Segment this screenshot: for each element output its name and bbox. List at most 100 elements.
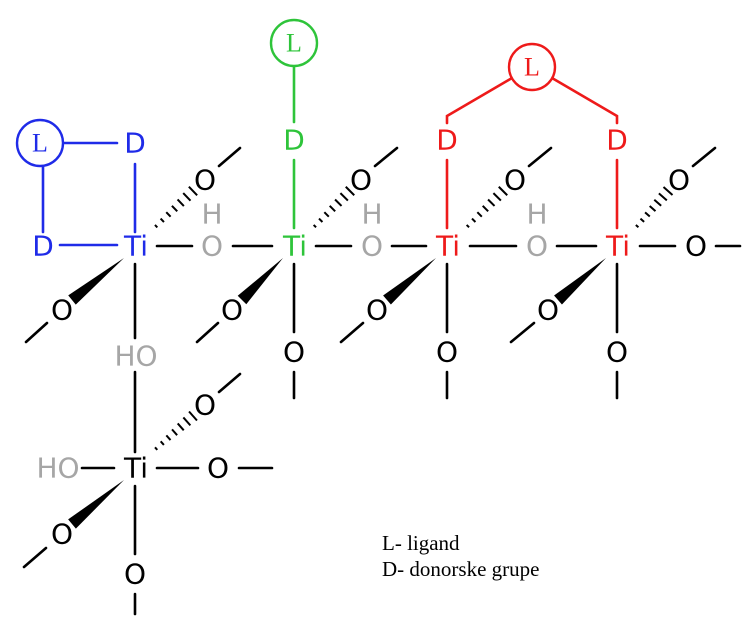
bond-ti3-lower-o-tail: [339, 321, 365, 344]
legend-ligand: L- ligand: [382, 531, 460, 555]
oxygen-ti3-upper: O: [504, 164, 526, 197]
oxygen-ti2-bottom: O: [283, 336, 305, 369]
wedge-hashed-ti1-upper-hash: [182, 192, 192, 202]
oxygen-ti1-upper: O: [194, 164, 216, 197]
wedge-hashed-ti1-upper-hash: [165, 211, 172, 218]
wedge-hashed-ti3-upper-hash: [471, 217, 477, 223]
wedge-solid-ti1-lower: [68, 258, 124, 305]
wedge-solid-ti2-lower: [237, 258, 283, 305]
oxygen-ti5-upper: O: [194, 389, 216, 422]
ligand-label-green: L: [286, 29, 302, 58]
wedge-hashed-ti5-upper-hash: [171, 428, 178, 436]
oxygen-ti1-lower: O: [51, 294, 73, 327]
wedge-hashed-ti4-upper-hash: [658, 192, 668, 202]
bond-ti1-lower-o-tail: [24, 321, 49, 344]
wedge-hashed-ti3-upper: [465, 186, 508, 229]
wedge-hashed-ti4-upper-hash: [653, 198, 662, 207]
wedge-hashed-ti1-upper-hash: [159, 217, 165, 223]
bridging-oxygen-3: O: [526, 230, 548, 263]
wedge-hashed-ti2-upper-hash: [339, 192, 349, 202]
ligand-circle-red: [507, 42, 557, 92]
donor-label-blue-left: D: [32, 230, 54, 263]
oxygen-ti3-lower: O: [366, 294, 388, 327]
titanium-atom-red-right: Ti: [605, 230, 630, 263]
stereo-wedge-bonds: [68, 185, 674, 529]
bond-lines: [22, 62, 742, 616]
oxygen-ti4-lower: O: [537, 294, 559, 327]
wedge-hashed-ti5-upper-hash: [154, 446, 159, 451]
oxygen-ti5-bottom: O: [124, 558, 146, 591]
bond-ti4-upper-o-tail: [691, 146, 717, 168]
oxygen-ti4-right: O: [685, 230, 707, 263]
oxygen-ti4-bottom: O: [606, 336, 628, 369]
wedge-hashed-ti4-upper: [635, 186, 674, 229]
wedge-hashed-ti5-upper-hash: [159, 440, 165, 446]
wedge-hashed-ti5-upper-hash: [188, 410, 198, 422]
bond-ti1-upper-o-tail: [217, 146, 242, 168]
ligand-circle-green: [269, 18, 319, 68]
wedge-hashed-ti5-upper-hash: [165, 434, 172, 441]
wedge-hashed-ti1-upper: [154, 185, 198, 229]
oxygen-ti4-upper: O: [668, 164, 690, 197]
oxygen-ti2-upper: O: [350, 164, 372, 197]
ligand-circle-blue: [15, 118, 65, 168]
titanium-atom-blue: Ti: [123, 230, 148, 263]
bridging-oxygen-1: O: [201, 230, 223, 263]
wedge-hashed-ti1-upper-hash: [176, 198, 185, 207]
legend: L- ligand D- donorske grupe: [382, 531, 539, 581]
donor-label-red-right: D: [606, 124, 628, 157]
wedge-solid-ti4-lower: [554, 258, 606, 305]
wedge-hashed-ti4-upper-hash: [644, 211, 651, 218]
wedge-hashed-ti2-upper-hash: [328, 205, 336, 213]
bond-red-l-d-right: [550, 76, 619, 125]
bridging-hydrogen-2: H: [361, 198, 382, 231]
wedge-hashed-ti3-upper-hash: [487, 198, 496, 207]
legend-donor-groups: D- donorske grupe: [382, 557, 539, 581]
bridging-oxygen-2: O: [361, 230, 383, 263]
wedge-hashed-ti1-upper-hash: [171, 205, 178, 213]
bond-ti2-lower-o-tail: [195, 321, 220, 344]
wedge-hashed-ti1-upper-hash: [154, 224, 159, 229]
wedge-hashed-ti2-upper-hash: [318, 217, 324, 223]
titanium-atom-green: Ti: [282, 230, 307, 263]
oxygen-ti3-bottom: O: [436, 336, 458, 369]
donor-label-blue-top: D: [124, 127, 146, 160]
wedge-hashed-ti2-upper-hash: [345, 186, 355, 196]
wedge-hashed-ti5-upper-hash: [176, 422, 185, 431]
hydroxyl-group-upper: HO: [114, 340, 157, 373]
bridging-hydrogen-3: H: [526, 198, 547, 231]
wedge-hashed-ti4-upper-hash: [635, 224, 640, 229]
bond-ti4-lower-o-tail: [509, 321, 536, 344]
titanium-atom-red-left: Ti: [435, 230, 460, 263]
wedge-hashed-ti2-upper-hash: [334, 198, 343, 207]
wedge-hashed-ti4-upper-hash: [639, 217, 645, 223]
titanium-atom-lower: Ti: [123, 452, 148, 485]
oxygen-ti5-lower: O: [51, 518, 73, 551]
bond-ti3-upper-o-tail: [527, 146, 553, 168]
wedge-solid-ti3-lower: [383, 258, 436, 305]
wedge-hashed-ti5-upper-hash: [182, 416, 192, 427]
wedge-hashed-ti3-upper-hash: [465, 224, 470, 229]
wedge-hashed-ti5-upper: [154, 410, 198, 451]
hydroxyl-group-left: HO: [36, 452, 79, 485]
wedge-hashed-ti4-upper-hash: [662, 186, 674, 196]
wedge-hashed-ti3-upper-hash: [476, 211, 483, 218]
ligand-label-blue: L: [32, 129, 48, 158]
wedge-hashed-ti3-upper-hash: [492, 192, 502, 202]
atom-labels: L L L D D D D D Ti Ti Ti Ti Ti H O H O H…: [32, 29, 707, 591]
bond-red-l-d-left: [445, 76, 514, 125]
bond-ti2-upper-o-tail: [373, 146, 399, 168]
wedge-hashed-ti3-upper-hash: [498, 186, 508, 196]
oxygen-ti5-right: O: [207, 452, 229, 485]
ligand-label-red: L: [524, 53, 540, 82]
wedge-hashed-ti2-upper-hash: [312, 224, 317, 229]
wedge-hashed-ti4-upper-hash: [649, 205, 657, 212]
wedge-hashed-ti3-upper-hash: [481, 205, 489, 213]
donor-label-green: D: [283, 124, 305, 157]
wedge-hashed-ti1-upper-hash: [188, 185, 198, 197]
oxygen-ti2-lower: O: [221, 294, 243, 327]
wedge-solid-ti5-lower: [68, 480, 124, 529]
bridging-hydrogen-1: H: [201, 198, 222, 231]
donor-label-red-left: D: [436, 124, 458, 157]
